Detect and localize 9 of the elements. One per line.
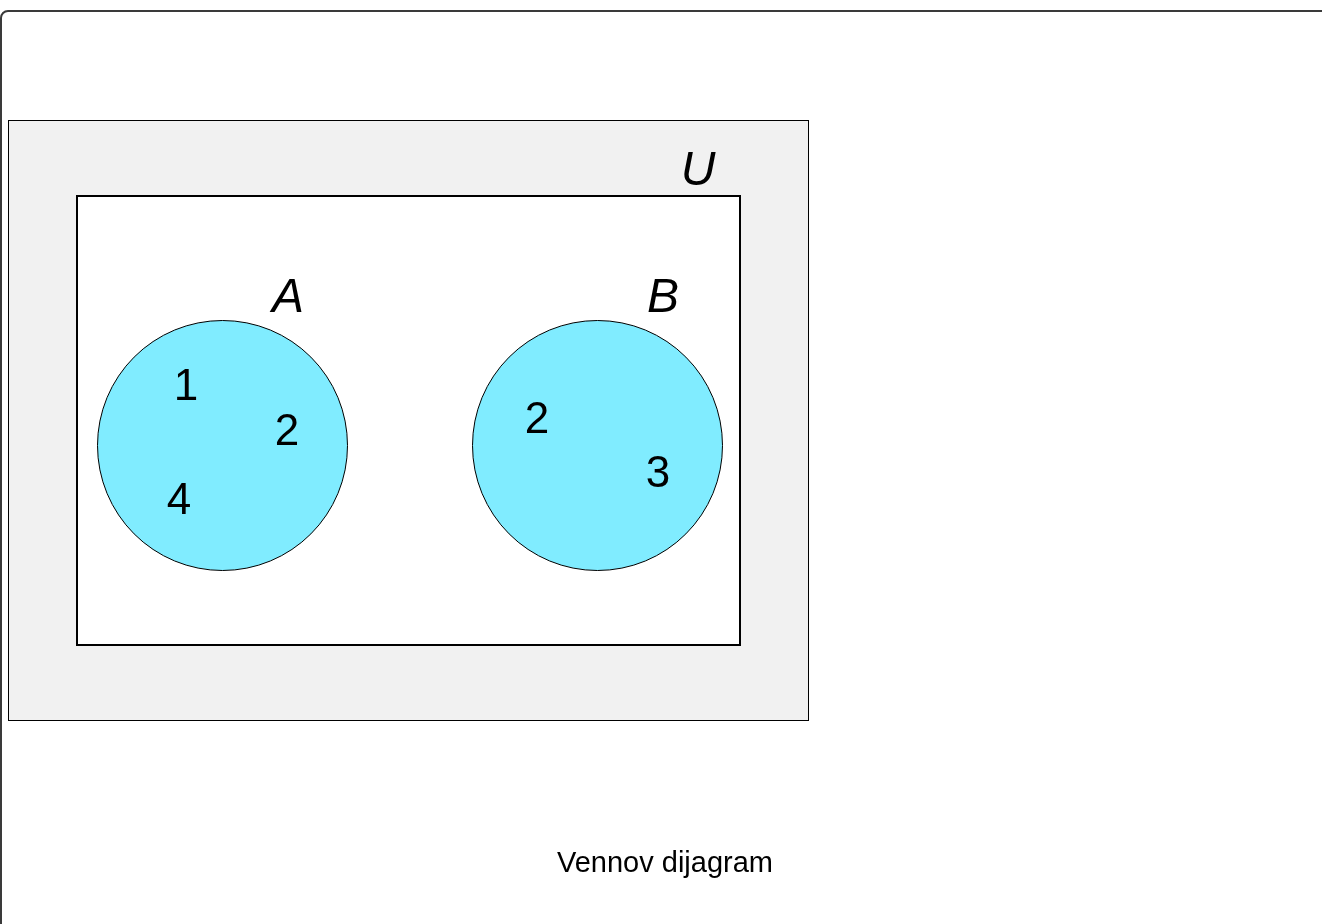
caption: Vennov dijagram bbox=[557, 847, 773, 877]
set-label: U bbox=[680, 145, 716, 193]
set-label: B bbox=[647, 272, 679, 320]
element-label: 2 bbox=[524, 396, 550, 440]
element-label: 3 bbox=[645, 450, 671, 494]
element-label: 1 bbox=[173, 363, 199, 407]
element-label: 2 bbox=[274, 408, 300, 452]
element-label: 4 bbox=[166, 477, 192, 521]
set-label: A bbox=[272, 272, 304, 320]
